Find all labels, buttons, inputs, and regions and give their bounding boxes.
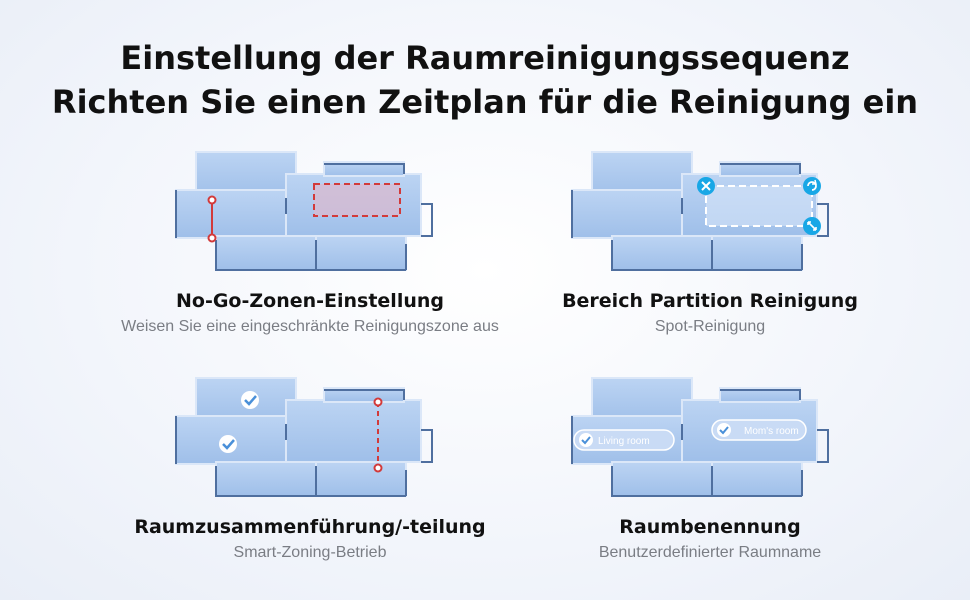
feature-title: No-Go-Zonen-Einstellung bbox=[175, 290, 444, 312]
resize-icon bbox=[803, 217, 821, 235]
no-go-zone-rect bbox=[313, 183, 401, 217]
rotate-icon bbox=[803, 177, 821, 195]
feature-title: Raumzusammenführung/-teilung bbox=[134, 516, 486, 538]
spot-area-rect bbox=[705, 185, 813, 227]
room-label-living-text: Living room bbox=[598, 436, 650, 447]
headline: Einstellung der Raumreinigungssequenz Ri… bbox=[0, 36, 970, 124]
spot-cleaning-map bbox=[571, 151, 829, 271]
check-icon bbox=[241, 391, 259, 409]
headline-line-1: Einstellung der Raumreinigungssequenz bbox=[120, 39, 850, 77]
close-icon bbox=[697, 177, 715, 195]
room-label-living: Living room bbox=[573, 429, 675, 451]
feature-title: Raumbenennung bbox=[619, 516, 801, 538]
feature-title: Bereich Partition Reinigung bbox=[562, 290, 858, 312]
feature-no-go-zone: No-Go-Zonen-Einstellung Weisen Sie eine … bbox=[80, 148, 540, 335]
feature-subtitle: Smart-Zoning-Betrieb bbox=[233, 544, 387, 561]
check-icon bbox=[219, 435, 237, 453]
no-go-zone-map bbox=[175, 151, 433, 271]
room-label-moms-text: Mom's room bbox=[744, 426, 799, 437]
headline-line-2: Richten Sie einen Zeitplan für die Reini… bbox=[51, 83, 919, 121]
room-naming-map: Living room Mom's room bbox=[571, 377, 829, 497]
room-label-moms: Mom's room bbox=[711, 419, 807, 441]
feature-subtitle: Benutzerdefinierter Raumname bbox=[598, 544, 822, 561]
virtual-wall-handle-bottom bbox=[207, 233, 217, 243]
split-handle-top bbox=[373, 397, 383, 407]
feature-room-merge-split: Raumzusammenführung/-teilung Smart-Zonin… bbox=[80, 374, 540, 561]
feature-subtitle: Weisen Sie eine eingeschränkte Reinigung… bbox=[121, 318, 499, 335]
feature-room-naming: Living room Mom's room Raumbenennung Ben… bbox=[480, 374, 940, 561]
feature-spot-cleaning: Bereich Partition Reinigung Spot-Reinigu… bbox=[480, 148, 940, 335]
room-merge-map bbox=[175, 377, 433, 497]
split-handle-bottom bbox=[373, 463, 383, 473]
feature-subtitle: Spot-Reinigung bbox=[654, 318, 766, 335]
virtual-wall-handle-top bbox=[207, 195, 217, 205]
